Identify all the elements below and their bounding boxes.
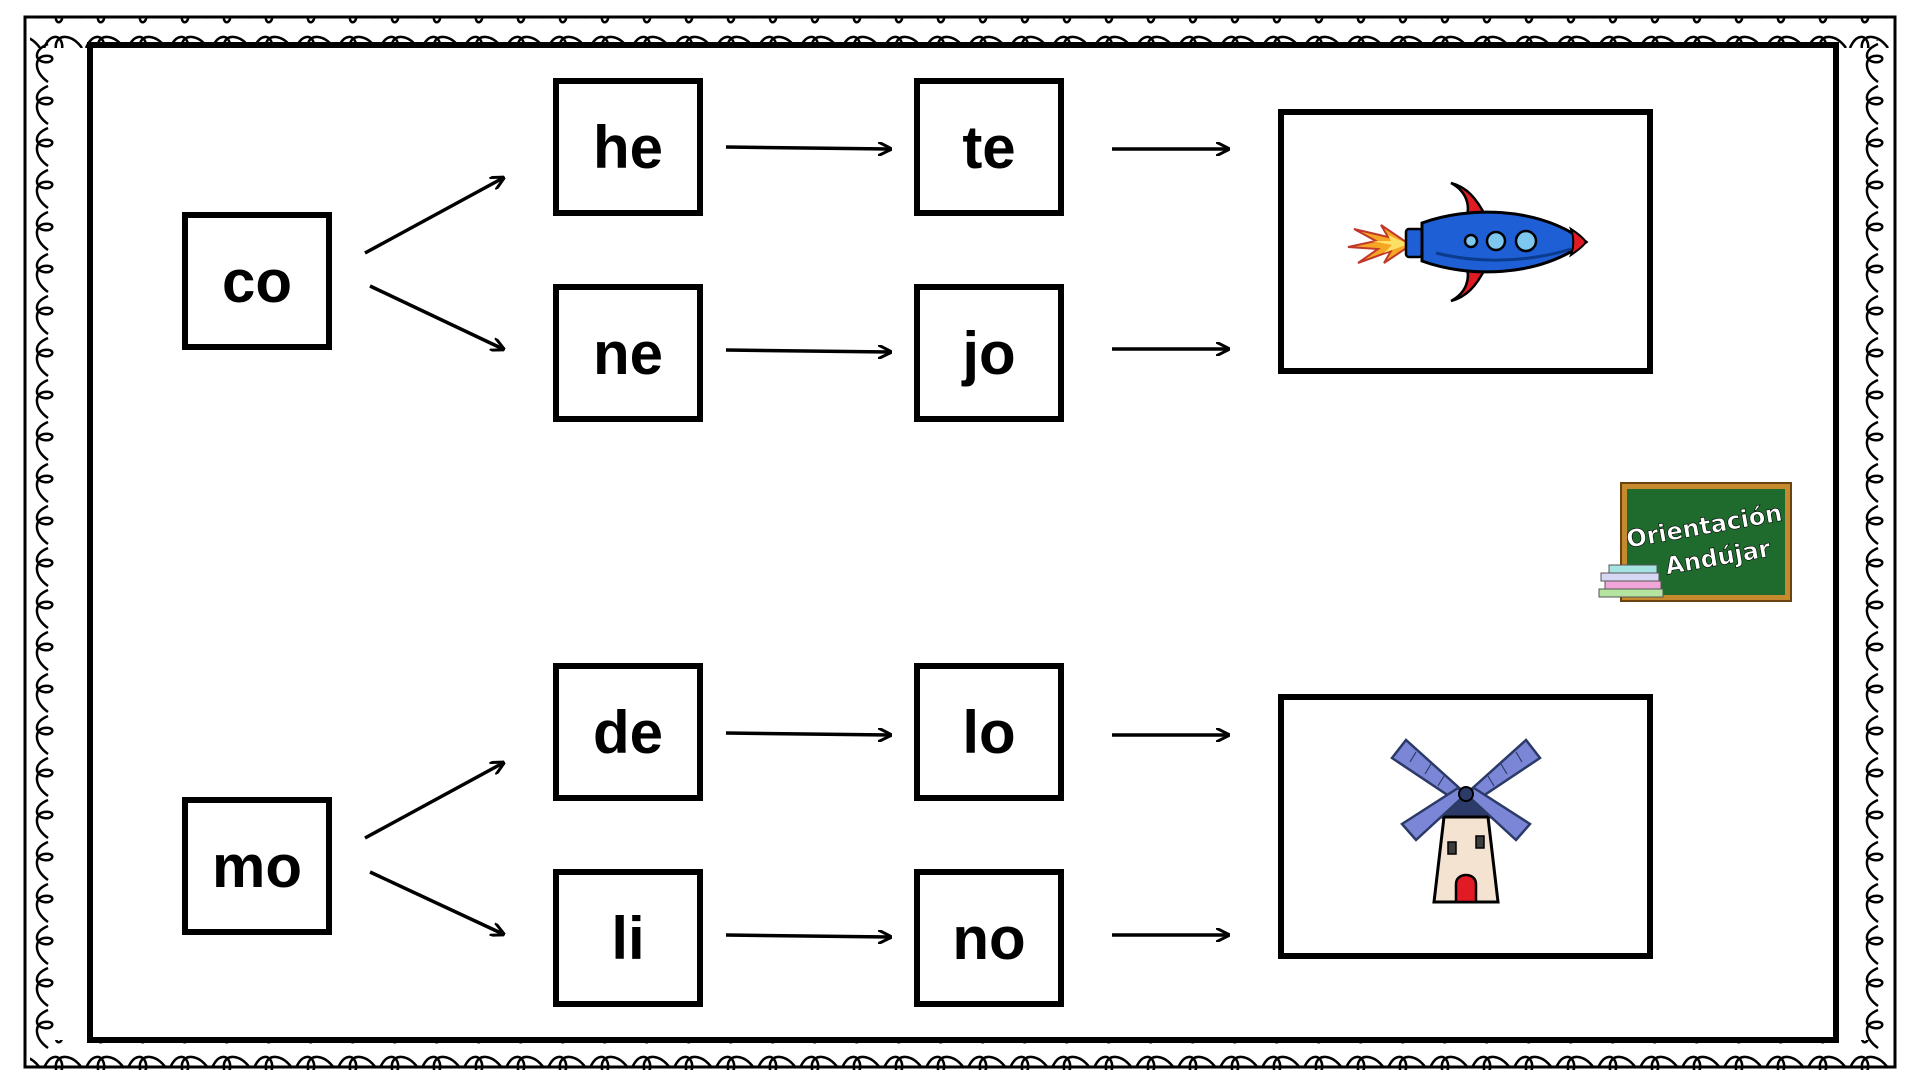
arrow-co-he [364, 178, 503, 255]
syllable-li: li [553, 869, 703, 1007]
syllable-te: te [914, 78, 1064, 216]
arrow-li-no [725, 935, 890, 937]
windmill-icon [1389, 737, 1542, 903]
arrow-mo-de [364, 763, 503, 840]
arrow-co-ne [369, 284, 503, 349]
syllable-jo: jo [914, 284, 1064, 422]
syllable-start-co: co [182, 212, 332, 350]
chalkboard-logo-icon: Orientación Andújar [1598, 482, 1792, 602]
syllable-he: he [553, 78, 703, 216]
syllable-de: de [553, 663, 703, 801]
rocket-icon [1347, 181, 1589, 302]
syllable-no: no [914, 869, 1064, 1007]
arrow-he-te [725, 147, 890, 149]
orientacion-andujar-logo: Orientación Andújar [1597, 479, 1794, 609]
picture-box-windmill [1278, 694, 1653, 959]
picture-box-rocket [1278, 109, 1653, 374]
syllable-ne: ne [553, 284, 703, 422]
syllable-lo: lo [914, 663, 1064, 801]
arrow-de-lo [725, 733, 890, 735]
arrow-ne-jo [725, 350, 890, 352]
syllable-start-mo: mo [182, 797, 332, 935]
arrow-mo-li [369, 870, 503, 934]
